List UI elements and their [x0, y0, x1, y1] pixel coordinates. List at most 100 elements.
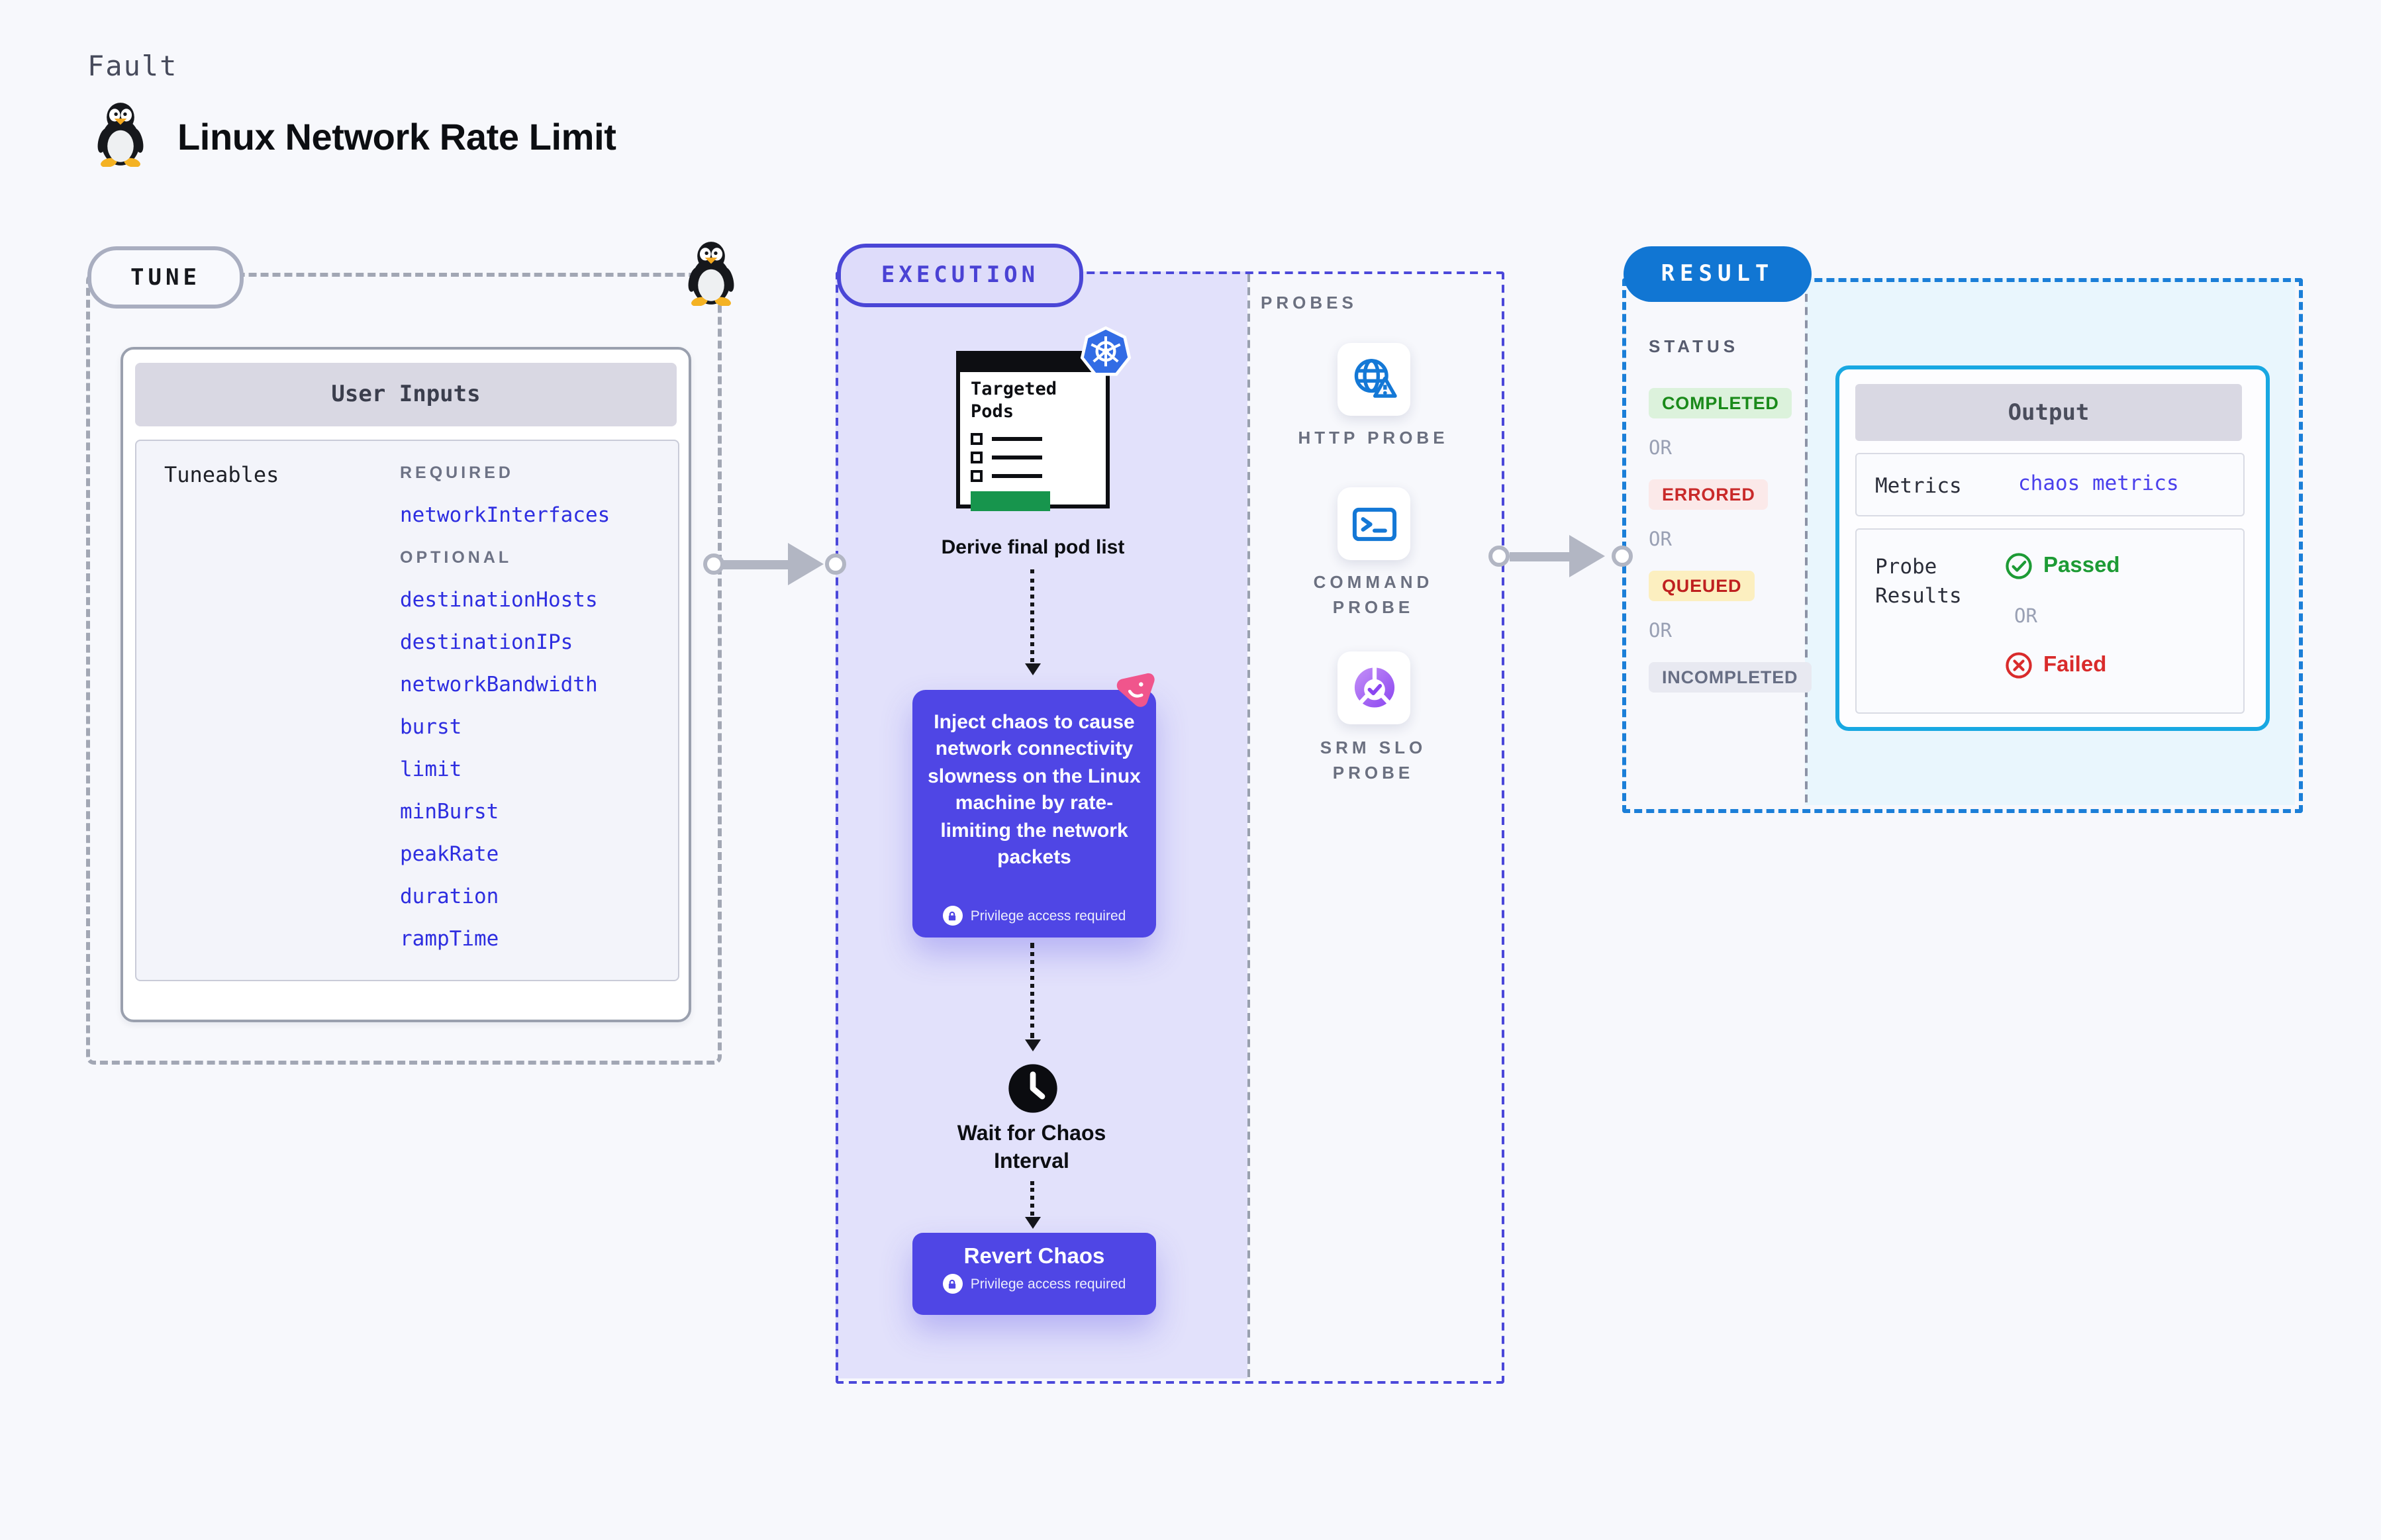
or-separator: OR: [1649, 621, 1672, 642]
flow-arrowhead: [1025, 663, 1041, 675]
arrowhead: [1569, 535, 1605, 577]
status-badge-errored: ERRORED: [1649, 479, 1769, 510]
targeted-pods-title: Targeted Pods: [971, 379, 1057, 422]
privilege-note-text: Privilege access required: [970, 908, 1126, 924]
pod-list-item: [971, 432, 1106, 445]
output-title: Output: [2008, 399, 2090, 426]
connector-dot: [703, 553, 724, 575]
failed-label: Failed: [2043, 653, 2107, 677]
srm-slo-probe-label: SRM SLO PROBE: [1320, 738, 1427, 783]
checkbox-icon: [971, 451, 983, 463]
tune-pill-label: TUNE: [130, 264, 201, 291]
tuneables-list: REQUIRED networkInterfaces OPTIONAL dest…: [400, 459, 610, 952]
failed-verdict: Failed: [2005, 651, 2106, 679]
pod-line: [992, 456, 1042, 459]
status-badge-incompleted: INCOMPLETED: [1649, 662, 1812, 693]
tune-pill: TUNE: [87, 246, 244, 309]
inject-chaos-text: Inject chaos to cause network connectivi…: [928, 711, 1141, 869]
lock-icon: [942, 906, 963, 926]
http-probe-label: HTTP PROBE: [1298, 428, 1449, 448]
pod-line: [992, 474, 1042, 477]
kubernetes-icon: [1080, 326, 1132, 376]
checkbox-icon: [971, 469, 983, 482]
flow-connector: [1030, 943, 1034, 1038]
tuneables-label: Tuneables: [164, 462, 279, 487]
result-pill-label: RESULT: [1661, 261, 1774, 287]
tuneable-link[interactable]: networkBandwidth: [400, 673, 598, 697]
execution-to-result-arrow: [1510, 552, 1571, 561]
tune-section: [86, 273, 722, 1065]
probe-results-row: Probe Results Passed OR Failed: [1855, 528, 2245, 714]
flow-arrowhead: [1025, 1039, 1041, 1051]
or-separator: OR: [1649, 530, 1672, 551]
http-probe-card: [1337, 343, 1410, 416]
tuneable-link[interactable]: burst: [400, 715, 462, 739]
probes-heading: PROBES: [1261, 293, 1357, 313]
optional-heading: OPTIONAL: [400, 548, 512, 567]
fault-kicker: Fault: [87, 50, 178, 82]
derive-pod-list-caption: Derive final pod list: [941, 536, 1125, 559]
revert-chaos-title: Revert Chaos: [963, 1245, 1105, 1269]
tuneable-link[interactable]: limit: [400, 757, 462, 781]
flow-connector: [1030, 569, 1034, 662]
command-probe-card: [1337, 487, 1410, 560]
tuneable-link[interactable]: destinationIPs: [400, 630, 573, 654]
flow-arrowhead: [1025, 1217, 1041, 1229]
slo-donut-icon: [1353, 665, 1394, 707]
required-heading: REQUIRED: [400, 463, 514, 482]
revert-chaos-step: Revert Chaos Privilege access required: [912, 1233, 1156, 1315]
result-pill: RESULT: [1624, 246, 1812, 302]
user-inputs-title: User Inputs: [331, 381, 481, 408]
privilege-note: Privilege access required: [912, 906, 1156, 926]
execution-pill: EXECUTION: [837, 244, 1083, 307]
command-probe-label: COMMAND PROBE: [1313, 572, 1433, 617]
tuneable-link[interactable]: peakRate: [400, 842, 499, 866]
tune-to-execution-arrow: [723, 560, 789, 569]
connector-dot: [825, 553, 846, 575]
tux-penguin-icon: [97, 103, 144, 167]
pod-list-item: [971, 469, 1106, 482]
arrowhead: [788, 543, 824, 585]
execution-pill-label: EXECUTION: [881, 262, 1040, 289]
or-separator: OR: [2014, 606, 2037, 628]
probe-results-label: Probe Results: [1875, 555, 1962, 608]
tuneable-link[interactable]: networkInterfaces: [400, 503, 610, 527]
status-heading: STATUS: [1649, 336, 1739, 356]
user-inputs-header: User Inputs: [135, 363, 677, 426]
tuneable-link[interactable]: minBurst: [400, 800, 499, 824]
globe-alert-icon: [1353, 358, 1396, 397]
pod-list-item: [971, 451, 1106, 463]
clock-icon: [1008, 1064, 1057, 1113]
result-divider: [1805, 281, 1808, 802]
output-card: Output Metrics chaos metrics Probe Resul…: [1835, 365, 2270, 731]
checkbox-icon: [971, 432, 983, 445]
page-title: Linux Network Rate Limit: [177, 117, 616, 158]
connector-dot: [1612, 546, 1633, 567]
tuneable-link[interactable]: duration: [400, 885, 499, 908]
srm-slo-probe-card: [1337, 651, 1410, 724]
privilege-note: Privilege access required: [912, 1274, 1156, 1294]
tuneable-link[interactable]: destinationHosts: [400, 588, 598, 612]
connector-dot: [1488, 546, 1510, 567]
probes-divider: [1247, 274, 1250, 1377]
user-inputs-card: User Inputs Tuneables REQUIRED networkIn…: [121, 347, 691, 1022]
status-badge-completed: COMPLETED: [1649, 388, 1792, 418]
terminal-icon: [1351, 506, 1396, 541]
pod-line: [992, 437, 1042, 440]
chaos-metrics-link[interactable]: chaos metrics: [2018, 471, 2179, 495]
wait-chaos-caption: Wait for Chaos Interval: [957, 1123, 1106, 1173]
status-badge-queued: QUEUED: [1649, 571, 1755, 601]
execution-section: [836, 271, 1504, 1384]
pods-progress-bar: [971, 491, 1050, 511]
tuneables-panel: Tuneables REQUIRED networkInterfaces OPT…: [135, 440, 679, 981]
passed-verdict: Passed: [2005, 552, 2120, 580]
lock-icon: [942, 1274, 963, 1294]
metrics-label: Metrics: [1875, 474, 1962, 498]
x-circle-icon: [2006, 652, 2032, 679]
privilege-note-text: Privilege access required: [970, 1276, 1126, 1292]
tux-penguin-icon: [688, 242, 734, 306]
check-circle-icon: [2006, 553, 2032, 579]
tuneable-link[interactable]: rampTime: [400, 927, 499, 951]
inject-chaos-step: Inject chaos to cause network connectivi…: [912, 690, 1156, 938]
